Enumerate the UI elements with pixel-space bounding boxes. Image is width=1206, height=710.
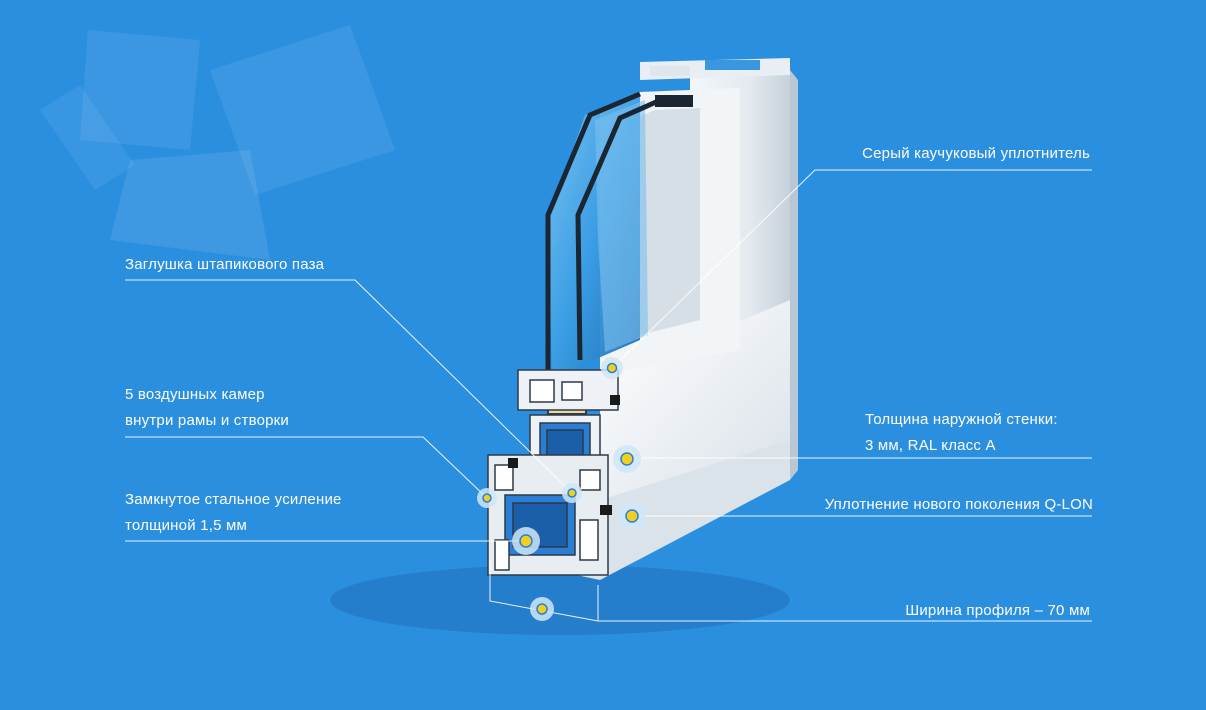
marker-width (530, 597, 554, 621)
shadow (330, 565, 790, 635)
glazing-bead-cap-text: Заглушка штапикового паза (125, 256, 325, 273)
markers (477, 357, 646, 621)
marker-glazing-bead (562, 483, 582, 503)
leader-glazing-bead (125, 279, 573, 494)
label-gray-seal: Серый каучуковый уплотнитель (862, 141, 1090, 167)
outer-wall-line1: Толщина наружной стенки: (865, 411, 1058, 428)
marker-air-chambers (477, 488, 497, 508)
outer-wall-line2: 3 мм, RAL класс А (865, 437, 996, 454)
label-qlon-seal: Уплотнение нового поколения Q-LON (825, 492, 1093, 518)
marker-gray-seal (601, 357, 623, 379)
steel-line2: толщиной 1,5 мм (125, 517, 248, 534)
qlon-seal-text: Уплотнение нового поколения Q-LON (824, 496, 1093, 513)
air-chambers-line1: 5 воздушных камер (125, 386, 265, 403)
label-profile-width: Ширина профиля – 70 мм (905, 598, 1090, 624)
marker-outer-wall (613, 445, 641, 473)
label-glazing-bead-cap: Заглушка штапикового паза (125, 252, 324, 278)
window-profile-illustration (487, 58, 798, 580)
bracket-width (489, 560, 599, 622)
marker-steel (512, 527, 540, 555)
label-steel-reinforcement: Замкнутое стальное усиление толщиной 1,5… (125, 487, 342, 539)
steel-line1: Замкнутое стальное усиление (125, 491, 342, 508)
leader-gray-seal (611, 169, 1092, 369)
marker-qlon (618, 502, 646, 530)
label-outer-wall: Толщина наружной стенки: 3 мм, RAL класс… (865, 407, 1058, 459)
background-decor (40, 25, 395, 260)
profile-width-text: Ширина профиля – 70 мм (905, 602, 1090, 619)
leader-lines (125, 169, 1092, 622)
gray-seal-text: Серый каучуковый уплотнитель (862, 145, 1090, 162)
air-chambers-line2: внутри рамы и створки (125, 412, 289, 429)
leader-air-chambers (125, 436, 488, 499)
label-air-chambers: 5 воздушных камер внутри рамы и створки (125, 382, 289, 434)
